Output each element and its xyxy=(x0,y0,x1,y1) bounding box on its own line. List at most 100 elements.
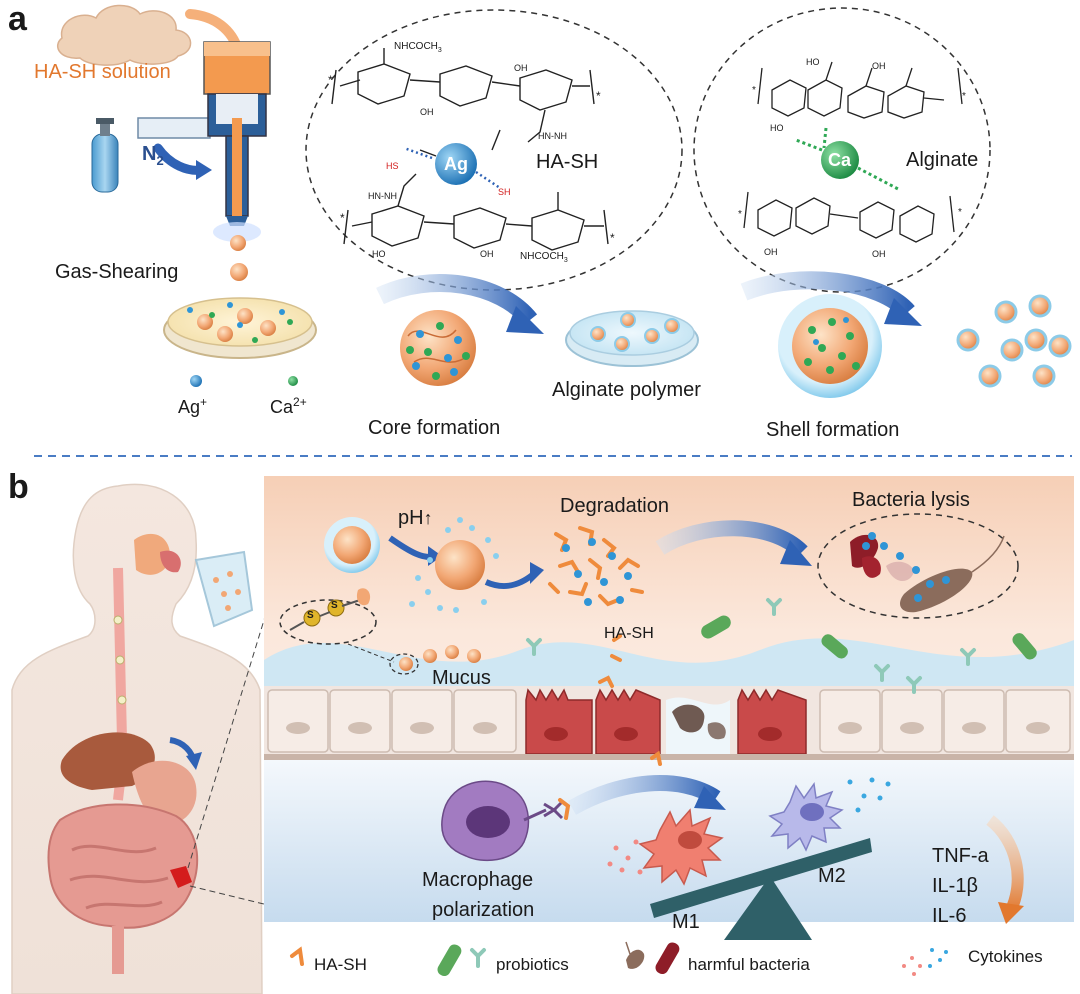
hash-structure-title: HA-SH xyxy=(536,151,599,173)
m1-m2-seesaw xyxy=(650,838,872,940)
s-label-2: S xyxy=(331,600,338,611)
cytokine-list-1: IL-1β xyxy=(932,875,978,897)
alg-oh-2: OH xyxy=(764,247,778,257)
macrophage-label-line1: Macrophage xyxy=(422,869,534,891)
hash-hs: HS xyxy=(386,161,399,171)
ph-capsule xyxy=(324,517,380,573)
n2-arrow xyxy=(153,143,207,175)
alginate-structure-title: Alginate xyxy=(906,149,979,171)
legend-hash-icon xyxy=(290,946,304,966)
mucus-layer xyxy=(264,638,1074,690)
lysis-ellipse xyxy=(817,513,1019,619)
ag-ion-label: Ag+ xyxy=(178,395,208,417)
m1-label: M1 xyxy=(672,911,700,933)
legend-harmful-icon xyxy=(625,941,680,975)
mucus-label: Mucus xyxy=(432,667,491,689)
shell-particle xyxy=(778,294,882,398)
macrophage xyxy=(441,780,571,862)
ag-ion-dot xyxy=(190,375,202,387)
legend-cytokines-icon xyxy=(902,948,948,976)
alg-oh-3: OH xyxy=(872,249,886,259)
ag-center-label: Ag xyxy=(444,154,468,174)
hash-group-top: NHCOCH3 xyxy=(394,41,442,55)
cytokine-decrease-arrow xyxy=(986,815,1024,915)
gas-label: N2 xyxy=(142,143,164,168)
final-microspheres xyxy=(956,294,1072,388)
m2-label: M2 xyxy=(818,865,846,887)
alg-ho-2: HO xyxy=(806,57,820,67)
cytokine-list-2: IL-6 xyxy=(932,905,967,927)
released-core xyxy=(409,517,499,613)
alginate-dish xyxy=(565,310,699,367)
hash-lumen-label: HA-SH xyxy=(604,625,654,642)
nitrogen-tank xyxy=(91,118,119,193)
shell-label: Shell formation xyxy=(766,419,900,441)
hash-oh-3: OH xyxy=(480,249,494,259)
m2-cytokines xyxy=(847,777,891,813)
hash-star-2: * xyxy=(596,89,601,103)
legend-probiotics-icon xyxy=(437,944,486,977)
mucus-ellipse xyxy=(389,653,419,675)
solution-label: HA-SH solution xyxy=(34,61,171,83)
lysed-bacteria xyxy=(850,532,1005,613)
ag-center-ion xyxy=(435,143,477,185)
hash-chain-bottom xyxy=(351,173,604,251)
alginate-polymer-label: Alginate polymer xyxy=(552,379,701,401)
hash-n-nh: HN-NH xyxy=(368,191,397,201)
human-body-illustration xyxy=(11,483,263,994)
alg-ho-1: HO xyxy=(770,123,784,133)
panel-letter-a: a xyxy=(8,0,27,38)
alginate-chain-bottom xyxy=(743,191,955,243)
alginate-chain-top xyxy=(757,61,963,119)
m2-macrophage xyxy=(768,782,844,852)
cytokine-list-0: TNF-a xyxy=(932,845,989,867)
solution-cloud xyxy=(57,4,192,66)
ca-ion-dot xyxy=(288,376,298,386)
gas-inlet xyxy=(137,117,211,139)
disulfide-ellipse xyxy=(279,599,377,645)
hash-star-3: * xyxy=(340,211,345,225)
legend-probiotics-label: probiotics xyxy=(496,955,569,974)
alg-star-3: * xyxy=(738,209,742,220)
alginate-structure-ellipse xyxy=(693,7,991,293)
degradation-label: Degradation xyxy=(560,495,669,517)
core-label: Core formation xyxy=(368,417,501,439)
hash-oh-1: OH xyxy=(420,107,434,117)
degradation-fragments xyxy=(548,526,644,607)
core-particle xyxy=(400,310,476,386)
probiotics-lumen xyxy=(526,598,1037,766)
hash-chain-top xyxy=(339,48,590,157)
hash-hn-nh: HN-NH xyxy=(538,131,567,141)
m1-cytokines xyxy=(607,839,643,875)
s-label-1: S xyxy=(307,610,314,621)
hash-sh: SH xyxy=(498,187,511,197)
alg-star-2: * xyxy=(962,91,966,102)
macrophage-label-line2: polarization xyxy=(432,899,535,921)
ca-ion-label: Ca2+ xyxy=(270,395,307,417)
hash-ho-1: HO xyxy=(372,249,386,259)
petri-dish-crosslinking xyxy=(163,297,317,359)
alg-star-4: * xyxy=(958,207,962,218)
alg-oh-1: OH xyxy=(872,61,886,71)
hash-star-4: * xyxy=(610,231,615,245)
disulfide-bond xyxy=(289,588,371,631)
legend-harmful-label: harmful bacteria xyxy=(688,955,810,974)
method-label: Gas-Shearing xyxy=(55,261,179,283)
mucus-adhered-spheres xyxy=(399,645,481,671)
zoom-line-bottom xyxy=(189,885,273,907)
hash-star-1: * xyxy=(328,73,333,87)
ca-center-ion xyxy=(821,141,859,179)
gas-shearing-device xyxy=(203,41,271,281)
ca-center-label: Ca xyxy=(828,150,852,170)
legend-cytokines-label: Cytokines xyxy=(968,947,1043,966)
alg-star-1: * xyxy=(752,85,756,96)
hash-oh-2: OH xyxy=(514,63,528,73)
panel-letter-b: b xyxy=(8,468,29,506)
epithelium-row xyxy=(264,686,1074,756)
m1-macrophage xyxy=(638,808,724,886)
hash-structure-ellipse xyxy=(305,9,683,291)
legend-hash-label: HA-SH xyxy=(314,955,367,974)
ph-label: pH↑ xyxy=(398,507,433,529)
